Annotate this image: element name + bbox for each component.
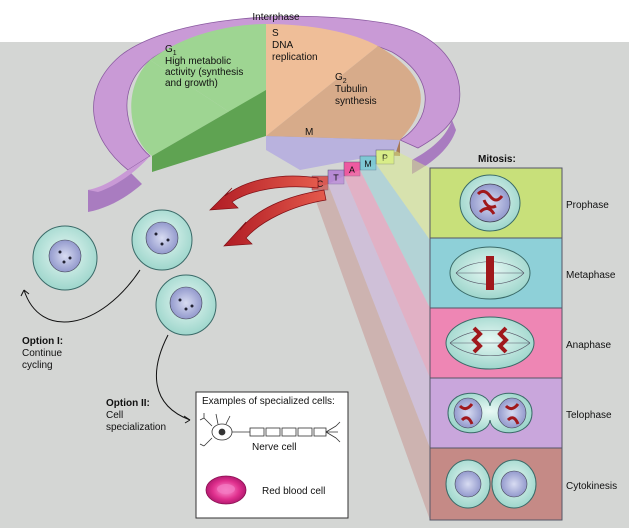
specialized-title: Examples of specialized cells: — [202, 396, 335, 407]
mitosis-stages: Prophase Metaphase Anaphase Telophase — [429, 167, 617, 521]
red-blood-cell-icon — [205, 475, 247, 505]
g1-symbol: G — [165, 44, 173, 55]
option2-title: Option II: — [106, 398, 150, 409]
g1-line2: activity (synthesis — [165, 67, 243, 78]
g1-sub: 1 — [173, 50, 177, 57]
cell-cycle-pie — [131, 24, 421, 172]
arrow-lower — [223, 189, 327, 247]
g2-wedge — [266, 46, 421, 140]
stage-label-metaphase: Metaphase — [566, 270, 616, 281]
stage-cytokinesis: Cytokinesis — [429, 447, 617, 521]
stage-label-telophase: Telophase — [566, 410, 612, 421]
phase-tab-a — [343, 161, 361, 177]
cell-specializing — [155, 274, 217, 336]
arrow-upper — [209, 175, 319, 211]
option-arrows — [20, 269, 191, 424]
cell-continue-cycling — [32, 225, 98, 291]
g2-symbol: G — [335, 72, 343, 83]
m-symbol: M — [305, 127, 313, 138]
option2-line2: specialization — [106, 422, 166, 433]
stage-telophase: Telophase — [429, 377, 612, 449]
phase-tab-m-label: M — [364, 159, 372, 169]
option1-title: Option I: — [22, 336, 63, 347]
g2-line1: Tubulin — [335, 84, 367, 95]
mitosis-title: Mitosis: — [478, 154, 516, 165]
option2-arrow — [156, 334, 191, 421]
s-line1: DNA — [272, 40, 293, 51]
s-line2: replication — [272, 52, 318, 63]
daughter-cells — [32, 209, 217, 336]
phase-tab-a-label: A — [349, 165, 355, 175]
g2-line2: synthesis — [335, 96, 377, 107]
stage-metaphase: Metaphase — [429, 237, 616, 309]
g1-label: G1 High metabolic activity (synthesis an… — [165, 44, 243, 89]
g2-sub: 2 — [343, 78, 347, 85]
s-label: S DNA replication — [272, 28, 318, 63]
stage-label-prophase: Prophase — [566, 200, 609, 211]
red-blood-cell-label: Red blood cell — [262, 486, 325, 497]
interphase-title: Interphase — [252, 12, 300, 23]
projection-rays — [312, 150, 430, 520]
phase-tab-c-label: C — [317, 179, 324, 189]
option2-label: Option II: Cell specialization — [106, 398, 166, 433]
svg-text:G1: G1 — [165, 44, 177, 57]
option1-label: Option I: Continue cycling — [22, 336, 63, 371]
phase-tab-t-label: T — [333, 173, 339, 183]
stage-label-cytokinesis: Cytokinesis — [566, 481, 617, 492]
stage-prophase: Prophase — [429, 167, 609, 239]
stage-label-anaphase: Anaphase — [566, 340, 611, 351]
s-symbol: S — [272, 28, 279, 39]
nerve-cell-icon — [199, 413, 341, 447]
m-wedge — [266, 136, 400, 170]
option1-line2: cycling — [22, 360, 53, 371]
cell-middle — [131, 209, 193, 271]
s-wedge — [266, 24, 378, 136]
g2-label: G2 Tubulin synthesis — [335, 72, 377, 107]
option1-arrow — [23, 269, 141, 323]
svg-text:G2: G2 — [335, 72, 347, 85]
nerve-cell-label: Nerve cell — [252, 442, 296, 453]
option1-line1: Continue — [22, 348, 62, 359]
g1-line3: and growth) — [165, 78, 218, 89]
stage-anaphase: Anaphase — [429, 307, 611, 379]
division-arrows — [209, 175, 327, 247]
g1-line1: High metabolic — [165, 56, 231, 67]
option2-line1: Cell — [106, 410, 123, 421]
specialized-cells-box: Examples of specialized cells: Nerve cel… — [195, 391, 349, 519]
